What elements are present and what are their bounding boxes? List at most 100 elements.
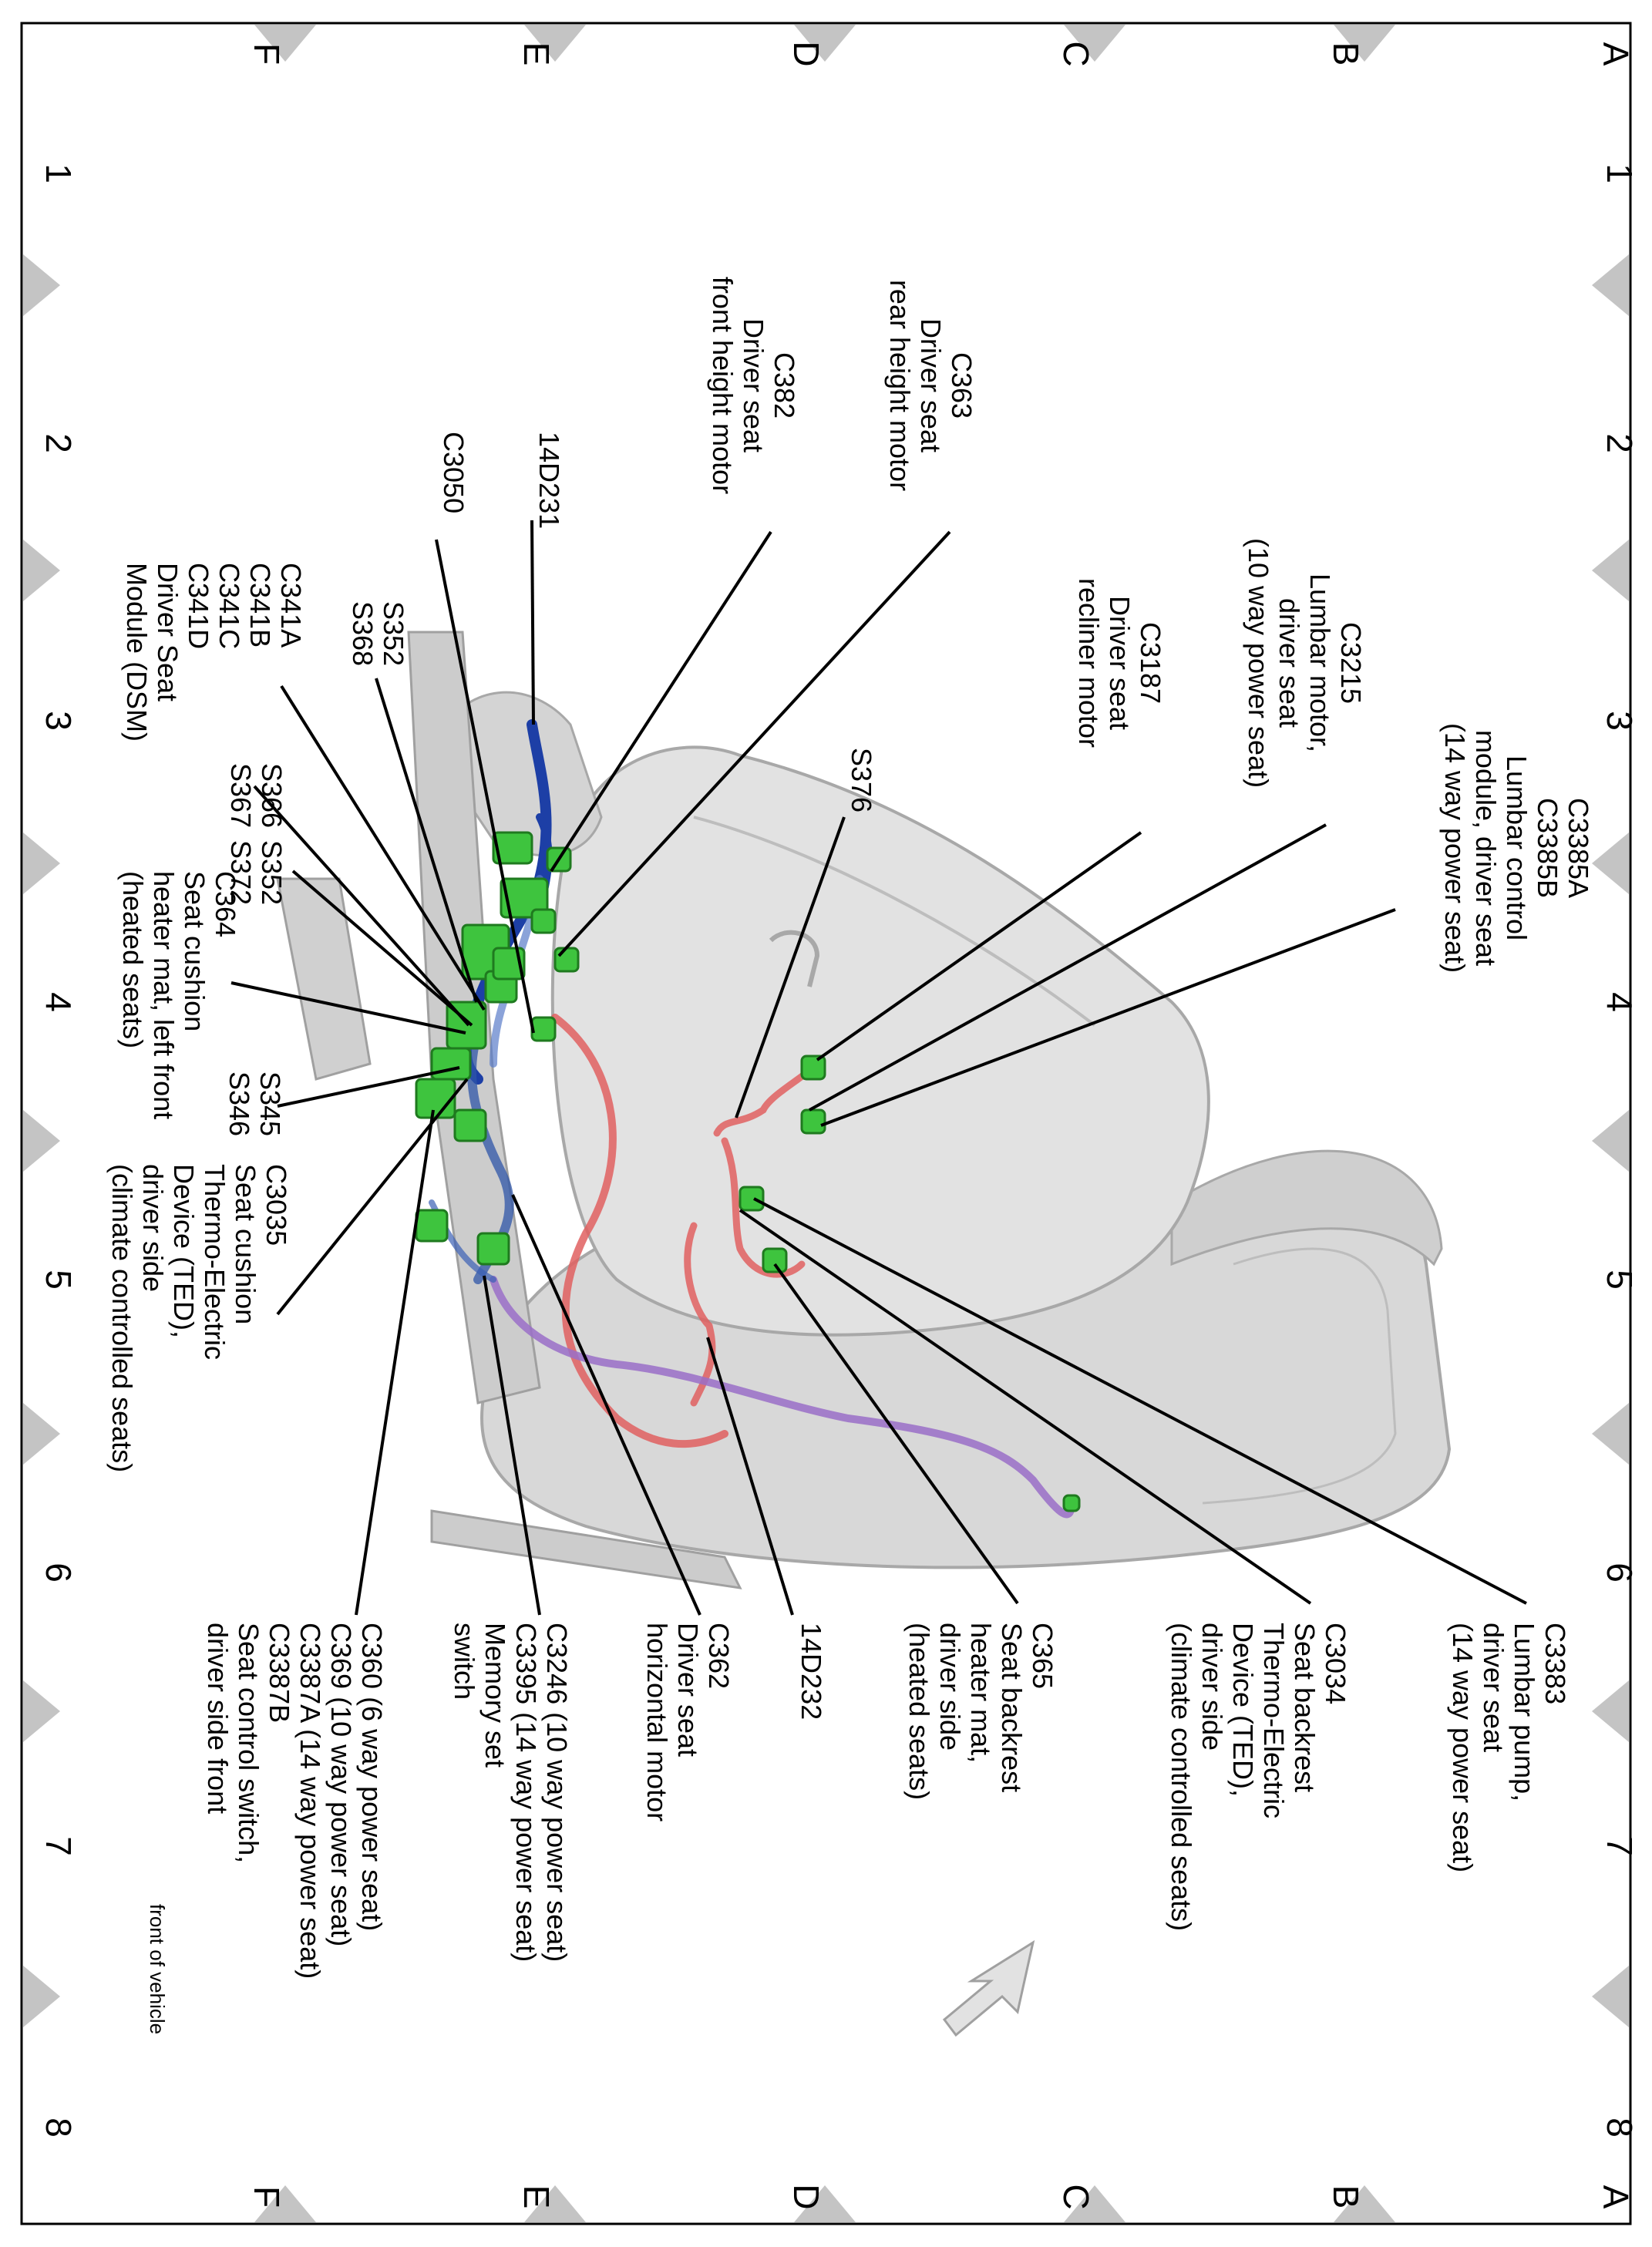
label-c3034: Device (TED),: [1227, 1623, 1259, 1797]
label-c3385: Lumbar control: [1501, 755, 1533, 940]
grid-row-label: D: [786, 41, 826, 66]
label-c3246: C3246 (10 way power seat): [541, 1623, 573, 1962]
grid-col-label: 8: [1600, 2117, 1640, 2138]
label-c365: (heated seats): [903, 1623, 935, 1800]
label-c3034: Thermo-Electric: [1258, 1623, 1290, 1818]
grid-row-label: E: [516, 2185, 557, 2209]
leader-c3385: [820, 908, 1396, 1127]
grid-col-label: 1: [39, 163, 79, 183]
leader-c3246: [483, 1275, 541, 1616]
leader-c363: [557, 530, 951, 957]
label-c363: C363: [946, 352, 977, 419]
label-dsm: Module (DSM): [121, 563, 153, 742]
grid-marker-icon: [524, 2185, 586, 2222]
leader-c3050: [435, 539, 535, 1034]
grid-marker-icon: [1592, 540, 1629, 601]
label-c360: C3387B: [264, 1623, 295, 1723]
grid-marker-icon: [1592, 254, 1629, 316]
leader-s352-368: [375, 678, 478, 1003]
grid-marker-icon: [23, 1966, 60, 2027]
connector-icon: [800, 1108, 826, 1135]
label-c360: C3387A (14 way power seat): [294, 1623, 326, 1979]
label-s376: S376: [846, 748, 877, 812]
label-c3035: Device (TED),: [168, 1164, 200, 1338]
grid-row-label: C: [1056, 41, 1096, 66]
grid-col-label: 2: [39, 433, 79, 453]
label-c382: front height motor: [707, 277, 739, 494]
connector-icon: [800, 1055, 826, 1081]
label-c363: Driver seat: [915, 318, 947, 452]
label-dsm: C341D: [183, 563, 214, 649]
connector-icon: [739, 1186, 765, 1212]
leader-dsm: [280, 685, 486, 1011]
grid-marker-icon: [1592, 1110, 1629, 1172]
connector-icon: [415, 1078, 456, 1119]
label-s366-367: S367: [225, 763, 257, 828]
label-s345-346: S346: [224, 1071, 255, 1136]
label-c365: C365: [1027, 1623, 1058, 1689]
leader-c364: [230, 981, 466, 1034]
leader-c362: [511, 1194, 702, 1616]
label-s366-367: S366: [256, 763, 288, 828]
grid-marker-icon: [1064, 25, 1125, 62]
grid-marker-icon: [1592, 833, 1629, 894]
grid-marker-icon: [794, 25, 856, 62]
grid-markers: [23, 25, 1629, 2222]
grid-row-label: F: [247, 2186, 287, 2208]
label-s352-372: S352: [256, 840, 288, 905]
leader-14d232: [706, 1337, 794, 1616]
leader-c365: [773, 1263, 1019, 1605]
label-dsm: Driver Seat: [152, 563, 183, 701]
grid-col-label: 5: [1600, 1270, 1640, 1290]
leader-c382: [550, 530, 772, 873]
label-c3383: (14 way power seat): [1447, 1623, 1479, 1872]
grid-col-label: 7: [1600, 1836, 1640, 1856]
grid-marker-icon: [1064, 2185, 1125, 2222]
label-c364: heater mat, left front: [148, 871, 180, 1119]
grid-marker-icon: [524, 25, 586, 62]
label-c3385: C3385B: [1532, 798, 1563, 898]
connector-icon: [415, 1209, 449, 1243]
grid-marker-icon: [254, 25, 316, 62]
label-front: front of vehicle: [146, 1904, 169, 2034]
label-c3034: (climate controlled seats): [1166, 1623, 1197, 1931]
leader-c3215: [809, 823, 1327, 1112]
label-c362: C362: [703, 1623, 735, 1689]
label-c3215: driver seat: [1273, 598, 1305, 728]
label-dsm: C341C: [214, 563, 245, 649]
connector-icon: [553, 947, 580, 973]
connector-icon: [430, 1047, 472, 1081]
grid-marker-icon: [1334, 2185, 1395, 2222]
grid-row-label: B: [1326, 2185, 1366, 2209]
label-c3034: Seat backrest: [1289, 1623, 1321, 1792]
label-c3035: (climate controlled seats): [106, 1164, 138, 1472]
label-c3187: recliner motor: [1073, 578, 1105, 748]
grid-row-label: F: [247, 43, 287, 65]
label-c364: Seat cushion: [179, 871, 210, 1031]
leader-c3035: [276, 1078, 469, 1316]
label-c3034: C3034: [1320, 1623, 1351, 1704]
grid-col-label: 5: [39, 1270, 79, 1290]
label-c365: Seat backrest: [996, 1623, 1028, 1792]
grid-col-label: 8: [39, 2117, 79, 2138]
front-of-vehicle-arrow-icon: [942, 1939, 1035, 2037]
label-c3187: C3187: [1135, 622, 1166, 704]
label-c3246: Memory set: [479, 1623, 511, 1768]
grid-marker-icon: [23, 833, 60, 894]
leader-s345: [277, 1066, 460, 1108]
label-s352-368: S352: [378, 601, 409, 666]
label-c360: driver side front: [202, 1623, 234, 1814]
grid-row-label: D: [786, 2184, 826, 2209]
connector-icon: [492, 831, 533, 865]
label-s352-372: S372: [225, 840, 257, 905]
leader-c3034: [739, 1209, 1312, 1605]
label-c3035: Thermo-Electric: [199, 1164, 230, 1360]
label-c3035: Seat cushion: [230, 1164, 261, 1324]
grid-marker-icon: [254, 2185, 316, 2222]
label-c362: horizontal motor: [641, 1623, 673, 1821]
label-c364: C364: [210, 871, 241, 937]
leader-c3383: [753, 1197, 1527, 1605]
leader-c3187: [816, 831, 1142, 1061]
